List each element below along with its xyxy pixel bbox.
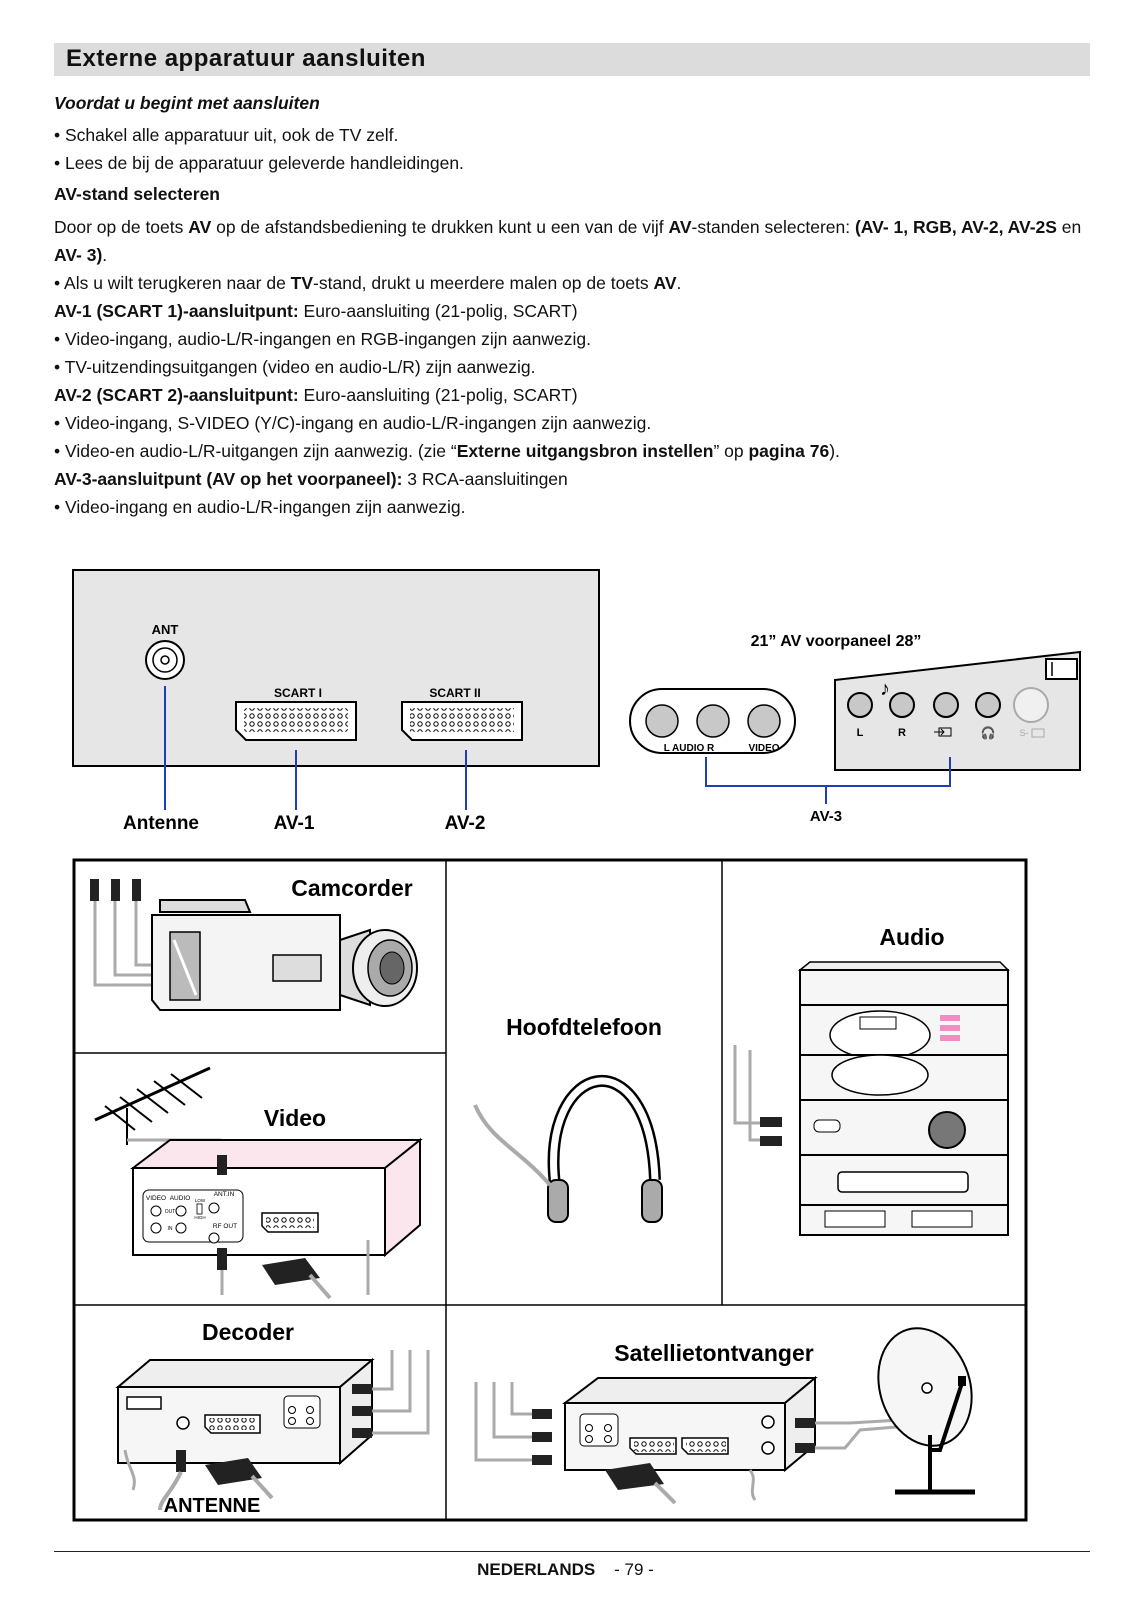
jack-l-label: L (857, 727, 864, 739)
ant-socket-icon (145, 640, 185, 680)
satellite-receiver-icon (474, 1375, 956, 1505)
ant-label: ANT (152, 622, 179, 637)
vcr-in-label: IN (168, 1226, 173, 1232)
av-intro: Door op de toets AV op de afstandsbedien… (54, 217, 1082, 265)
headphones-label: Hoofdtelefoon (506, 1014, 662, 1040)
camcorder-label: Camcorder (291, 875, 412, 901)
av2-line: AV-2 (SCART 2)-aansluitpunt: Euro-aanslu… (54, 385, 578, 405)
vcr-high-label: HIGH (194, 1215, 205, 1220)
front-panel-header: 21” AV voorpaneel 28” (751, 633, 922, 650)
video-label: Video (264, 1105, 326, 1131)
footer: NEDERLANDS - 79 - (0, 1560, 1131, 1580)
antenne-caption: ANTENNE (164, 1495, 261, 1517)
jack-r-label: R (898, 727, 906, 739)
scart2-label: SCART II (429, 686, 480, 700)
vcr-audio-label: AUDIO (170, 1195, 191, 1202)
rca-video-label: VIDEO (748, 743, 779, 754)
antenne-label: Antenne (123, 813, 199, 834)
jack-panel-28: ♪ L R 🎧 S- (834, 650, 1081, 771)
decoder-icon (115, 1350, 430, 1511)
scart2-socket-icon (401, 701, 523, 741)
body-text: Voordat u begint met aansluiten • Schake… (54, 89, 1094, 521)
subtitle: Voordat u begint met aansluiten (54, 93, 320, 113)
audio-label: Audio (879, 924, 944, 950)
footer-language: NEDERLANDS (477, 1560, 596, 1579)
vcr-low-label: LOW (195, 1198, 206, 1203)
video-input-icon (934, 727, 952, 737)
decoder-label: Decoder (202, 1319, 294, 1345)
av-heading: AV-stand selecteren (54, 184, 220, 204)
av3-bullet: • Video-ingang en audio-L/R-ingangen zij… (54, 497, 466, 517)
av1-label: AV-1 (274, 813, 315, 834)
headphones-icon (473, 1075, 663, 1223)
title-bar: Externe apparatuur aansluiten (54, 43, 1090, 76)
bullet-switch-off: • Schakel alle apparatuur uit, ook de TV… (54, 125, 399, 145)
headphone-icon: 🎧 (981, 726, 996, 740)
av1-line: AV-1 (SCART 1)-aansluitpunt: Euro-aanslu… (54, 301, 578, 321)
vcr-rfout-label: RF OUT (213, 1223, 237, 1230)
svideo-input-icon (1031, 728, 1045, 738)
music-note-icon: ♪ (880, 678, 890, 700)
satellite-dish-icon (877, 1327, 975, 1495)
tv-line: • Als u wilt terugkeren naar de TV-stand… (54, 273, 682, 293)
tv-back-panel: ANT SCART I SCART II Antenne AV-1 AV-2 (72, 569, 600, 834)
vcr-out-label: OUT (165, 1209, 176, 1215)
scart1-socket-icon (235, 701, 357, 741)
devices-grid: Camcorder Video (72, 858, 1028, 1522)
bullet-read-manuals: • Lees de bij de apparatuur geleverde ha… (54, 153, 464, 173)
vcr-icon: VIDEO AUDIO OUT IN ANT.IN LOW HIGH RF OU… (130, 1137, 423, 1300)
front-panel: 21” AV voorpaneel 28” L AUDIO R VIDEO ♪ … (629, 633, 1081, 825)
rca-audio-label: L AUDIO R (664, 743, 715, 754)
av1-bullet: • Video-ingang, audio-L/R-ingangen en RG… (54, 329, 591, 349)
av1-bullet: • TV-uitzendingsuitgangen (video en audi… (54, 357, 536, 377)
page-title: Externe apparatuur aansluiten (66, 45, 426, 72)
av2-bullet-ref: • Video-en audio-L/R-uitgangen zijn aanw… (54, 441, 840, 461)
svideo-label: S- (1020, 728, 1029, 738)
page-number: - 79 - (614, 1560, 654, 1579)
footer-divider (54, 1551, 1090, 1552)
scart1-label: SCART I (274, 686, 322, 700)
av2-label: AV-2 (445, 813, 486, 834)
camcorder-icon (90, 879, 418, 1011)
rca-panel-21: L AUDIO R VIDEO (629, 688, 796, 754)
satellite-label: Satellietontvanger (614, 1340, 813, 1366)
av3-label: AV-3 (810, 808, 842, 825)
vcr-video-label: VIDEO (146, 1195, 166, 1202)
av2-bullet: • Video-ingang, S-VIDEO (Y/C)-ingang en … (54, 413, 652, 433)
audio-system-icon (733, 961, 1010, 1236)
vcr-antin-label: ANT.IN (214, 1191, 235, 1198)
av3-line: AV-3-aansluitpunt (AV op het voorpaneel)… (54, 469, 568, 489)
